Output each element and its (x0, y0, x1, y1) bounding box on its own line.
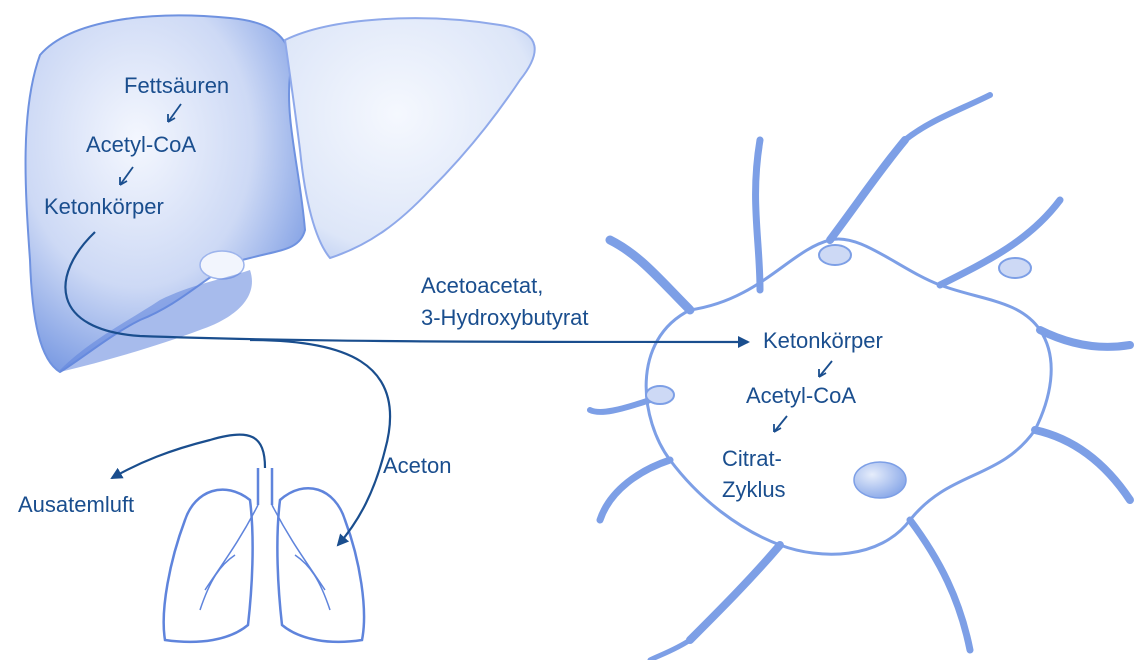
neuron-acetyl-coa-label: Acetyl-CoA (746, 383, 856, 409)
neuron-nucleus (854, 462, 906, 498)
lungs-illustration (164, 468, 364, 642)
exhaled-air-label: Ausatemluft (18, 492, 134, 518)
aceton-label: Aceton (383, 453, 452, 479)
liver-acetyl-coa-label: Acetyl-CoA (86, 132, 196, 158)
transport-label-line1: Acetoacetat, (421, 273, 543, 299)
neuron-ketone-bodies-label: Ketonkörper (763, 328, 883, 354)
neuron-citric-cycle-label-line1: Citrat- (722, 446, 782, 472)
liver-fatty-acids-label: Fettsäuren (124, 73, 229, 99)
transport-label-line2: 3-Hydroxybutyrat (421, 305, 589, 331)
neuron-illustration (590, 95, 1130, 660)
neuron-vesicle-1 (819, 245, 851, 265)
liver-left-lobe (285, 18, 535, 258)
bronchi (200, 505, 330, 610)
neuron-citric-cycle-label-line2: Zyklus (722, 477, 786, 503)
aceton-to-lungs-arrow (250, 340, 390, 545)
liver-ketone-bodies-label: Ketonkörper (44, 194, 164, 220)
trachea (258, 468, 272, 505)
neuron-vesicle-3 (646, 386, 674, 404)
lungs-to-air-arrow (112, 435, 265, 478)
neuron-vesicle-2 (999, 258, 1031, 278)
right-lung (277, 488, 364, 642)
left-lung (164, 490, 253, 642)
